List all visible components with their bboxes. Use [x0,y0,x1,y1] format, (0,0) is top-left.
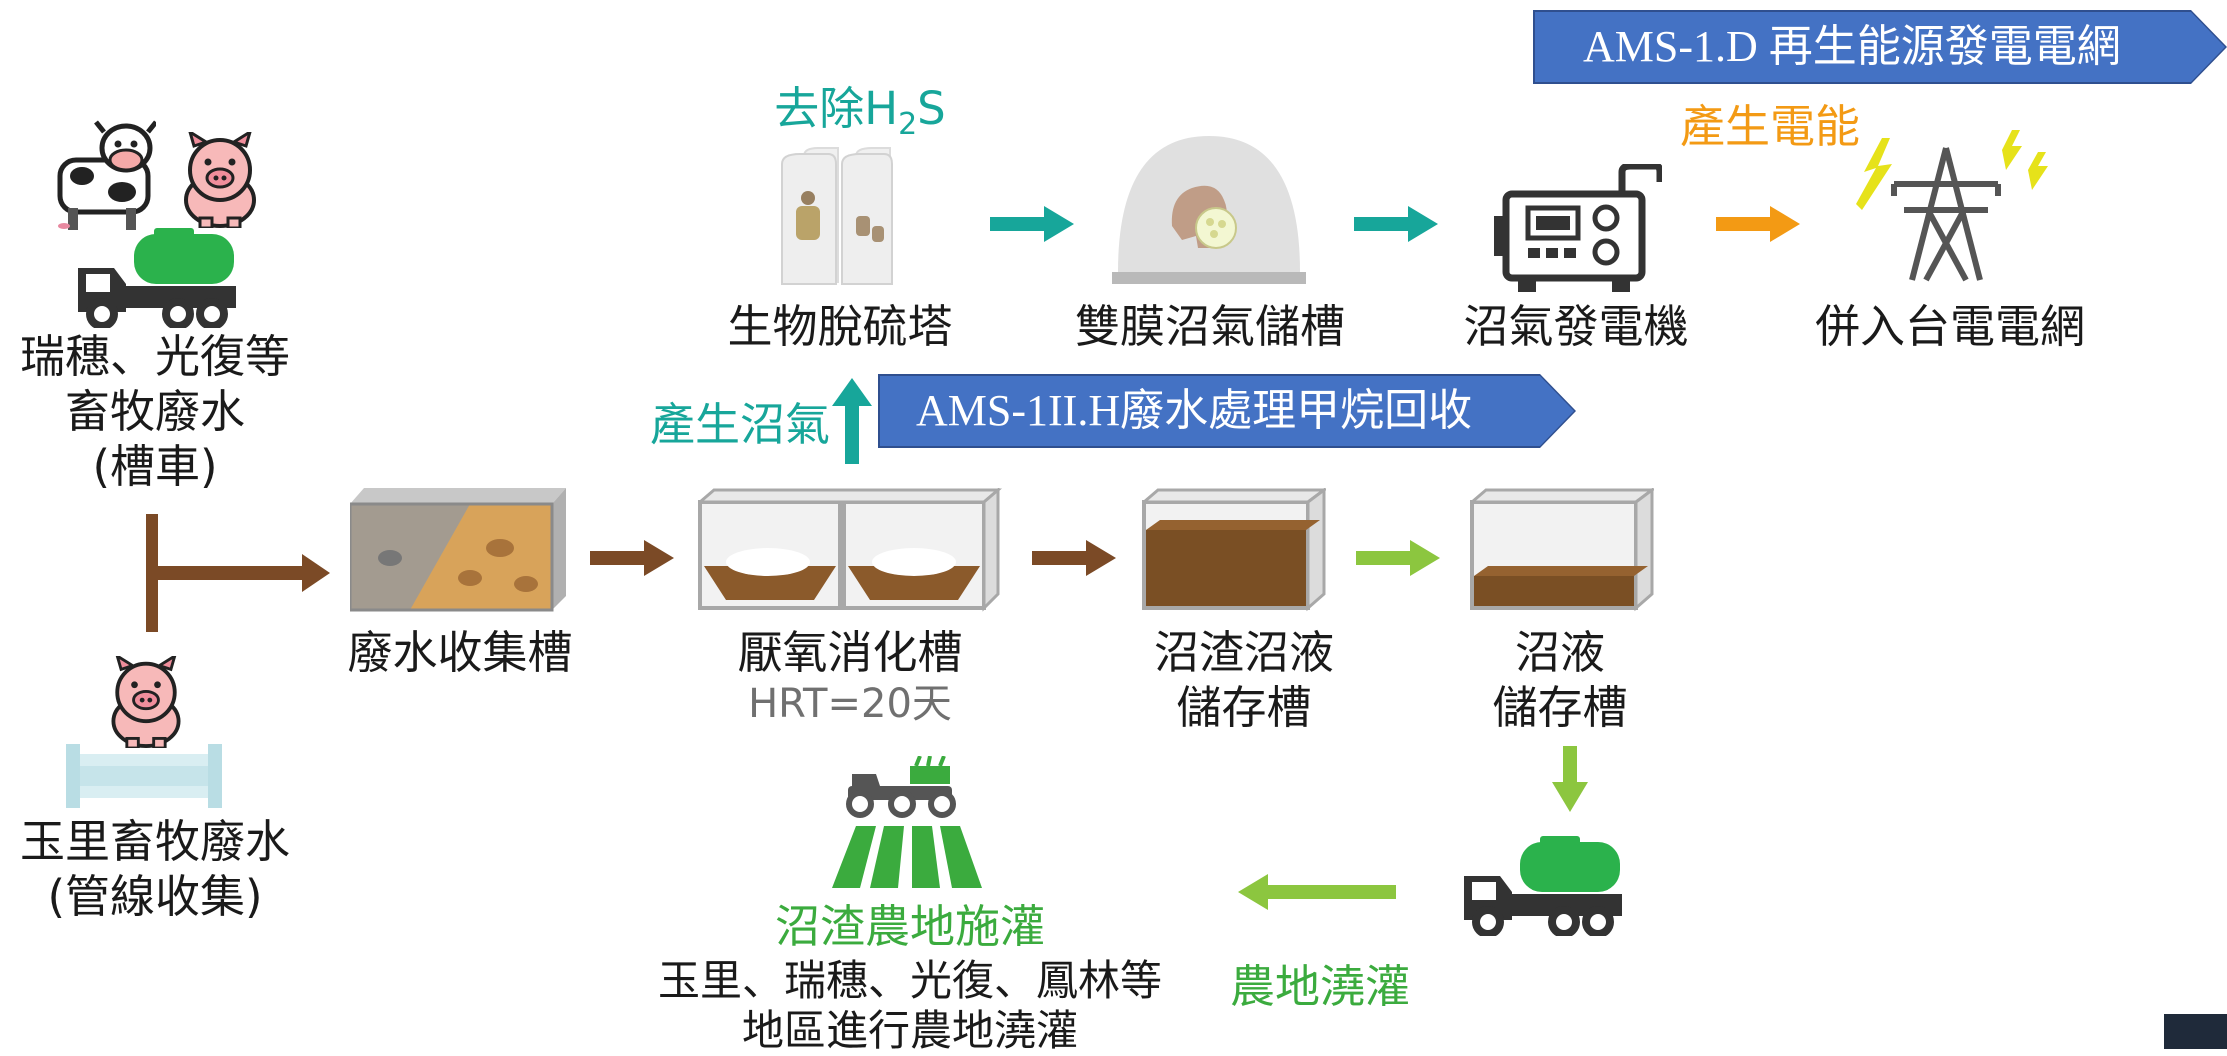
farmland-line1: 玉里、瑞穗、光復、鳳林等 [657,956,1162,1005]
desulfurization-tower-icon [781,147,893,285]
truck-source-label: 瑞穗、光復等 畜牧廢水 (槽車) [0,330,310,495]
arrow-generator-to-grid [1716,206,1800,242]
residue-tank-line2: 儲存槽 [1176,680,1312,734]
liquid-tank-line1: 沼液 [1514,626,1605,679]
tanker-truck-icon [78,228,236,328]
arrow-truck-to-field [1238,874,1396,910]
grid-label: 併入台電電網 [1814,300,2085,353]
gas-dome-icon [1112,136,1306,284]
farmland-title: 沼渣農地施灌 [774,900,1045,953]
cow-icon [57,120,156,230]
residue-tank-icon [1142,488,1326,612]
pig-icon [184,132,256,228]
pig-icon-2 [111,656,181,748]
arrow-tower-to-storage [990,206,1074,242]
irrigation-label: 農地澆灌 [1229,960,1410,1013]
remove-h2s-sub: 2 [898,107,918,142]
pipe-source-line1: 玉里畜牧廢水 [19,815,290,868]
banner-ams-1iih: AMS-1II.H廢水處理甲烷回收 [880,376,1574,446]
pipe-source-line2: (管線收集) [47,869,263,923]
remove-h2s-label: 去除H2S [740,82,980,144]
liquid-tank-icon [1470,488,1654,612]
arrow-residue-to-liquid [1356,540,1440,576]
collection-tank-label: 廢水收集槽 [347,626,573,679]
remove-h2s-suffix: S [917,82,946,135]
truck-source-line1: 瑞穗、光復等 [19,330,290,383]
arrow-collection-to-digester [590,540,674,576]
remove-h2s-prefix: 去除H [774,82,899,135]
digester-label: 厭氧消化槽 [737,626,963,679]
desulfurization-tower-label: 生物脫硫塔 [727,300,953,353]
liquid-tank-line2: 儲存槽 [1492,680,1628,734]
digester-icon [698,488,1002,612]
arrow-storage-to-generator [1354,206,1438,242]
source-merge-arrow [146,514,330,632]
tanker-truck-icon-2 [1464,836,1622,936]
arrow-digester-to-residue [1032,540,1116,576]
residue-tank-line1: 沼渣沼液 [1153,626,1334,679]
pipe-source-label: 玉里畜牧廢水 (管線收集) [0,815,310,925]
page-number-tab [2164,1014,2227,1049]
generator-label: 沼氣發電機 [1463,300,1689,353]
generator-icon [1494,164,1662,292]
pipe-icon [66,744,222,808]
residue-tank-label: 沼渣沼液 儲存槽 [1114,626,1374,736]
truck-source-line2: 畜牧廢水 [64,384,245,438]
liquid-tank-label: 沼液 儲存槽 [1430,626,1690,736]
farmland-line2: 地區進行農地澆灌 [741,1006,1078,1055]
power-tower-icon [1856,130,2048,282]
arrow-liquid-to-truck [1552,746,1588,812]
produce-biogas-label: 產生沼氣 [649,398,830,451]
banner-ams-1d: AMS-1.D 再生能源發電電網 [1535,12,2225,82]
digester-hrt-label: HRT=20天 [748,681,952,727]
collection-tank-icon [350,488,566,612]
arrow-digester-to-tower [832,378,872,464]
truck-source-line3: (槽車) [92,439,218,493]
tractor-field-icon [832,756,982,888]
membrane-storage-label: 雙膜沼氣儲槽 [1074,300,1345,353]
produce-power-label: 產生電能 [1679,100,1860,153]
